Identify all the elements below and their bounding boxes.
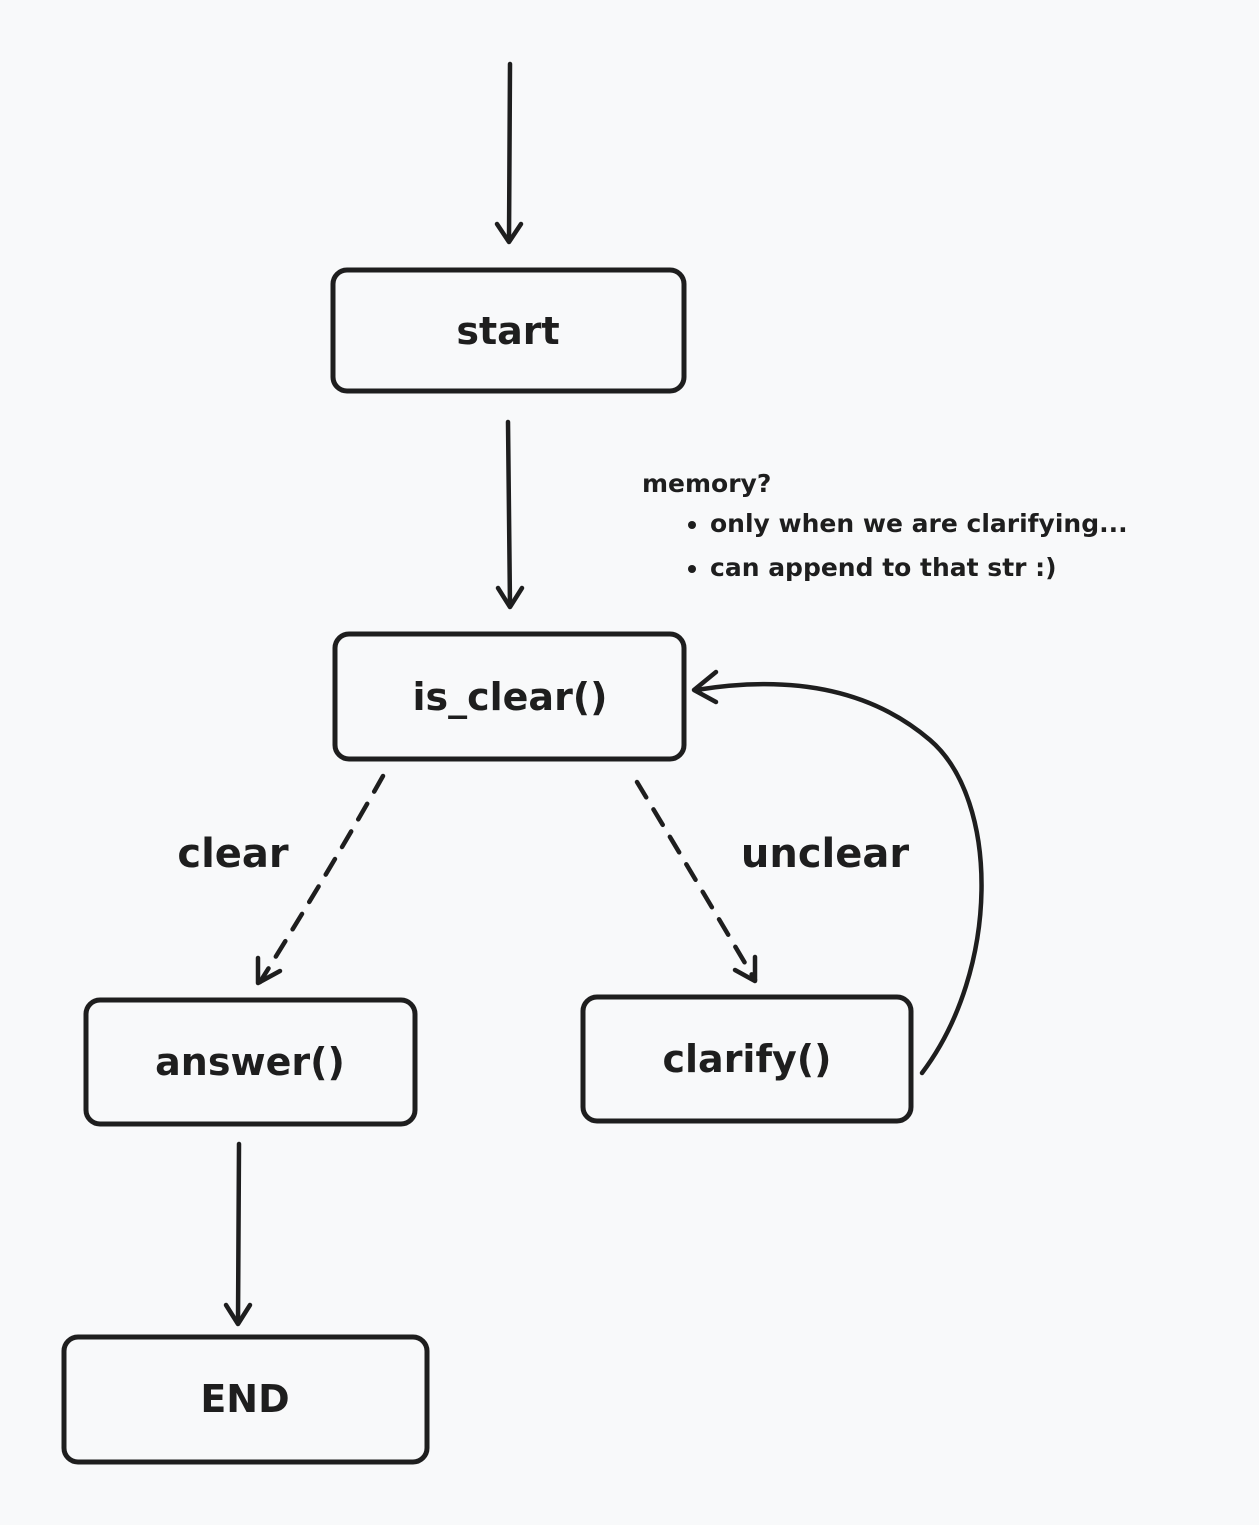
node-is-clear[interactable]: is_clear() (332, 631, 687, 762)
node-start-label: start (456, 309, 559, 353)
node-is-clear-label: is_clear() (412, 675, 607, 719)
node-clarify[interactable]: clarify() (580, 994, 914, 1124)
arrow-start-to-is-clear (495, 419, 525, 610)
arrow-clarify-to-is-clear (691, 669, 984, 1076)
arrow-answer-to-end (223, 1141, 253, 1327)
memory-note-title: memory? (642, 469, 772, 498)
edge-label-unclear: unclear (741, 831, 909, 877)
node-end-label: END (200, 1377, 289, 1421)
node-answer-label: answer() (155, 1040, 345, 1084)
memory-note-item: only when we are clarifying... (710, 502, 1242, 546)
node-answer[interactable]: answer() (83, 997, 418, 1127)
edge-label-clear: clear (177, 831, 289, 877)
node-clarify-label: clarify() (663, 1037, 832, 1081)
arrow-is-clear-to-answer (255, 773, 386, 986)
arrow-is-clear-to-clarify (634, 779, 758, 984)
memory-note-item: can append to that str :) (710, 546, 1242, 590)
memory-note: memory? only when we are clarifying... c… (642, 466, 1242, 590)
node-end[interactable]: END (61, 1334, 430, 1465)
node-start[interactable]: start (330, 267, 687, 394)
entry-arrow (494, 61, 524, 245)
memory-note-list: only when we are clarifying... can appen… (642, 502, 1242, 590)
